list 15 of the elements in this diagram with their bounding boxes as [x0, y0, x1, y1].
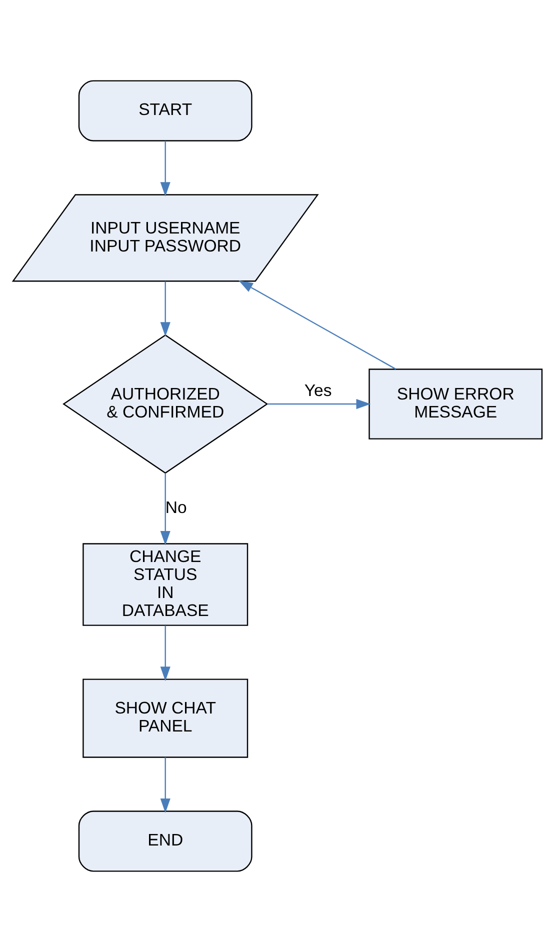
arrow: [160, 140, 170, 196]
arrow: [160, 472, 170, 545]
edge-label: No: [165, 497, 187, 516]
arrow: [267, 398, 371, 409]
arrow: [160, 625, 170, 681]
node-diamond: AUTHORIZED & CONFIRMED: [62, 334, 268, 474]
node-box: END: [78, 810, 252, 872]
arrow: [160, 756, 170, 812]
node-box: SHOW ERROR MESSAGE: [368, 368, 543, 439]
node-box: SHOW CHAT PANEL: [82, 678, 248, 758]
arrow: [238, 280, 396, 370]
node-box: CHANGE STATUS IN DATABASE: [82, 542, 248, 626]
node-box: START: [78, 80, 252, 141]
edge-label: Yes: [304, 380, 332, 400]
arrow: [160, 280, 170, 336]
